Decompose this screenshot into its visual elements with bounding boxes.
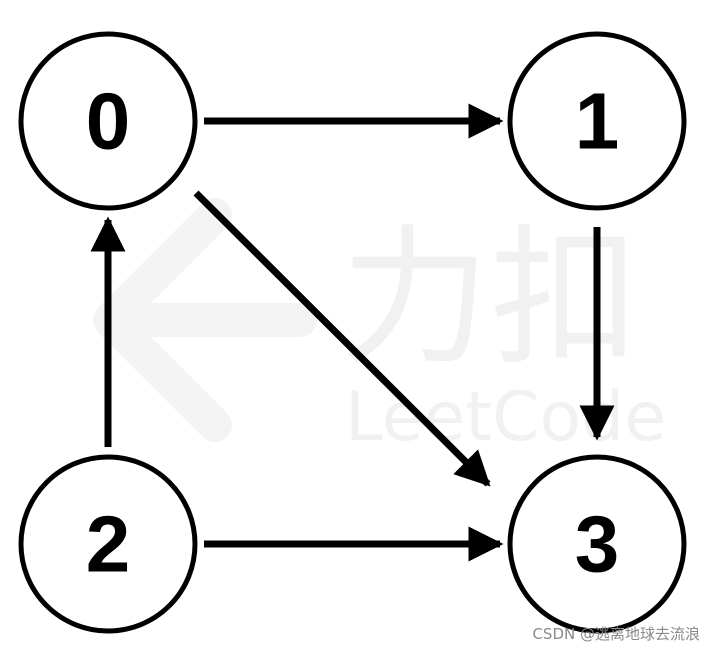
node-3-circle xyxy=(507,454,687,634)
edge-0-to-3 xyxy=(193,190,491,487)
node-1: 1 xyxy=(507,31,687,211)
csdn-credit: CSDN @逃离地球去流浪 xyxy=(532,625,700,643)
node-0-circle xyxy=(18,31,198,211)
node-2-circle xyxy=(18,454,198,634)
leetcode-watermark: 力扣 LeetCode xyxy=(93,198,666,457)
node-3: 3 xyxy=(507,454,687,634)
edges xyxy=(90,103,615,562)
node-2: 2 xyxy=(18,454,198,634)
node-3-label: 3 xyxy=(575,500,620,589)
node-0: 0 xyxy=(18,31,198,211)
node-1-label: 1 xyxy=(575,77,620,166)
node-2-label: 2 xyxy=(86,500,131,589)
node-1-circle xyxy=(507,31,687,211)
leetcode-logo-icon xyxy=(93,198,317,442)
watermark-chinese: 力扣 xyxy=(340,212,640,386)
node-0-label: 0 xyxy=(86,77,131,166)
